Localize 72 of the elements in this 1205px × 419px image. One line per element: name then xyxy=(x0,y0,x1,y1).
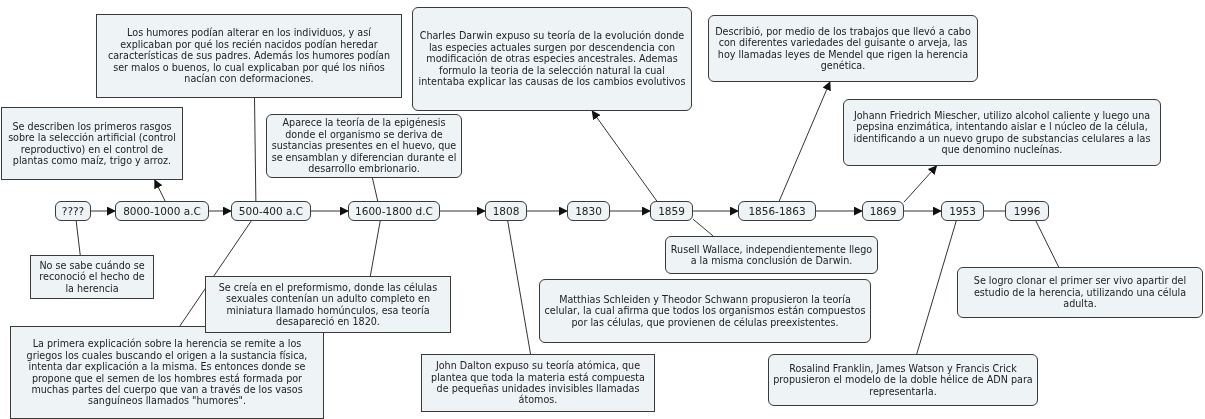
note-box xyxy=(412,7,692,111)
note-text: Johann Friedrich Miescher, utilizo alcohol caliente y luego una pepsina enzimática, intentando aislar e l núcleo de la célula, identificando a un nuevo grupo de substancias celulares a las que denomino nucleínas. xyxy=(852,109,1152,156)
note-text: Se creía en el preformismo, donde las células sexuales contenían un adulto completo en miniatura llamado homúnculos, esa teoría desapareció en 1820. xyxy=(217,281,439,328)
note-box xyxy=(421,354,655,412)
date-box xyxy=(231,201,311,221)
connector-line xyxy=(254,97,257,202)
note-box xyxy=(10,326,324,419)
arrow xyxy=(815,206,863,216)
date-box xyxy=(738,201,816,221)
connector-line xyxy=(1035,220,1060,268)
connector-line xyxy=(75,220,81,256)
date-box xyxy=(55,201,91,221)
note-box xyxy=(1,107,183,180)
arrow xyxy=(692,206,739,216)
arrow xyxy=(439,206,486,216)
note-box xyxy=(665,236,878,274)
arrow xyxy=(526,206,568,216)
date-box xyxy=(485,201,527,221)
arrow xyxy=(310,206,349,216)
note-text: Se logro clonar el primer ser vivo apartir del estudio de la herencia, utilizando una célula adulta. xyxy=(972,275,1188,310)
connector-line xyxy=(692,218,714,237)
note-text: Aparece la teoría de la epigénesis donde el organismo se deriva de sustancias presentes en el huevo, que se ensamblan y diferencian durante el desarrollo embrionario. xyxy=(271,117,457,175)
date-label: 500-400 a.C xyxy=(238,205,304,217)
note-text: Describió, por medio de los trabajos que llevó a cabo con diferentes variedades del guisante o arveja, las hoy llamadas leyes de Mendel que rigen la herencia genética. xyxy=(714,25,972,72)
arrow xyxy=(778,81,831,202)
connector-line xyxy=(369,220,381,277)
note-text: Los humores podían alterar en los individuos, y así explicaban por qué los recién nacidos podían heredar características de sus padres. Además los humores podían ser malos o buenos, lo cual explicaban por qué los niños nacían con deformaciones. xyxy=(106,27,392,85)
note-box xyxy=(539,279,871,343)
date-label: ???? xyxy=(61,205,85,217)
note-box xyxy=(96,14,402,98)
note-text: La primera explicación sobre la herencia se remite a los griegos los cuales buscando el origen a la sustancia física, intenta dar explicación a la misma. Es entonces donde se propone que el semen de los hombres está formada por muchas partes del cuerpo que van a través de los vasos sanguíneos llamados "humores". xyxy=(25,338,309,407)
arrow xyxy=(903,206,942,216)
note-box xyxy=(768,354,1038,406)
connector-line xyxy=(916,220,957,355)
note-box xyxy=(30,255,154,299)
date-box xyxy=(862,201,904,221)
note-box xyxy=(957,267,1203,318)
note-text: No se sabe cuándo se reconoció el hecho de la herencia xyxy=(38,259,146,295)
arrow xyxy=(154,179,166,202)
note-text: John Dalton expuso su teoría atómica, que plantea que toda la materia está compuesta de pequeñas unidades invisibles llamadas átomos. xyxy=(430,360,646,406)
date-label: 8000-1000 a.C xyxy=(123,205,201,217)
arrow xyxy=(609,206,651,216)
connector-line xyxy=(179,220,252,327)
note-box xyxy=(205,276,451,333)
arrow xyxy=(90,206,116,216)
date-label: 1996 xyxy=(1013,205,1041,217)
date-label: 1830 xyxy=(575,205,602,217)
date-label: 1869 xyxy=(869,205,897,217)
arrow xyxy=(903,165,938,203)
connector-line xyxy=(371,177,379,202)
date-box xyxy=(650,201,693,221)
date-box xyxy=(115,201,209,221)
note-text: Se describen los primeros rasgos sobre la selección artificial (control reproductivo) en el control de plantas como maíz, trigo y arroz. xyxy=(7,120,177,167)
note-box xyxy=(708,15,978,82)
date-box xyxy=(941,201,984,221)
arrow xyxy=(591,110,658,202)
date-label: 1808 xyxy=(492,205,520,217)
date-label: 1856-1863 xyxy=(748,205,806,217)
note-text: Rusell Wallace, independientemente llego a la misma conclusión de Darwin. xyxy=(670,243,873,267)
arrow xyxy=(208,206,232,216)
note-text: Charles Darwin expuso su teoría de la evolución donde las especies actuales surgen por descendencia con modificación de otras especies ancestrales. Ademas formulo la teoria de la selección natural la cual intentaba explicar las causas de los cambios evolutivos xyxy=(417,30,687,88)
connector-line xyxy=(507,220,532,355)
date-box xyxy=(1005,201,1049,221)
date-box xyxy=(348,201,440,221)
date-label: 1600-1800 d.C xyxy=(355,205,433,217)
connector-line xyxy=(983,210,1006,212)
date-label: 1953 xyxy=(949,205,976,217)
date-box xyxy=(567,201,610,221)
note-text: Matthias Schleiden y Theodor Schwann propusieron la teoría celular, la cual afirma que todos los organismos están compuestos por las células, que provienen de células preexistentes. xyxy=(544,293,866,329)
note-text: Rosalind Franklin, James Watson y Francis Crick propusieron el modelo de la doble hélice de ADN para representarla. xyxy=(773,362,1033,398)
date-label: 1859 xyxy=(658,205,685,217)
note-box xyxy=(843,99,1161,166)
